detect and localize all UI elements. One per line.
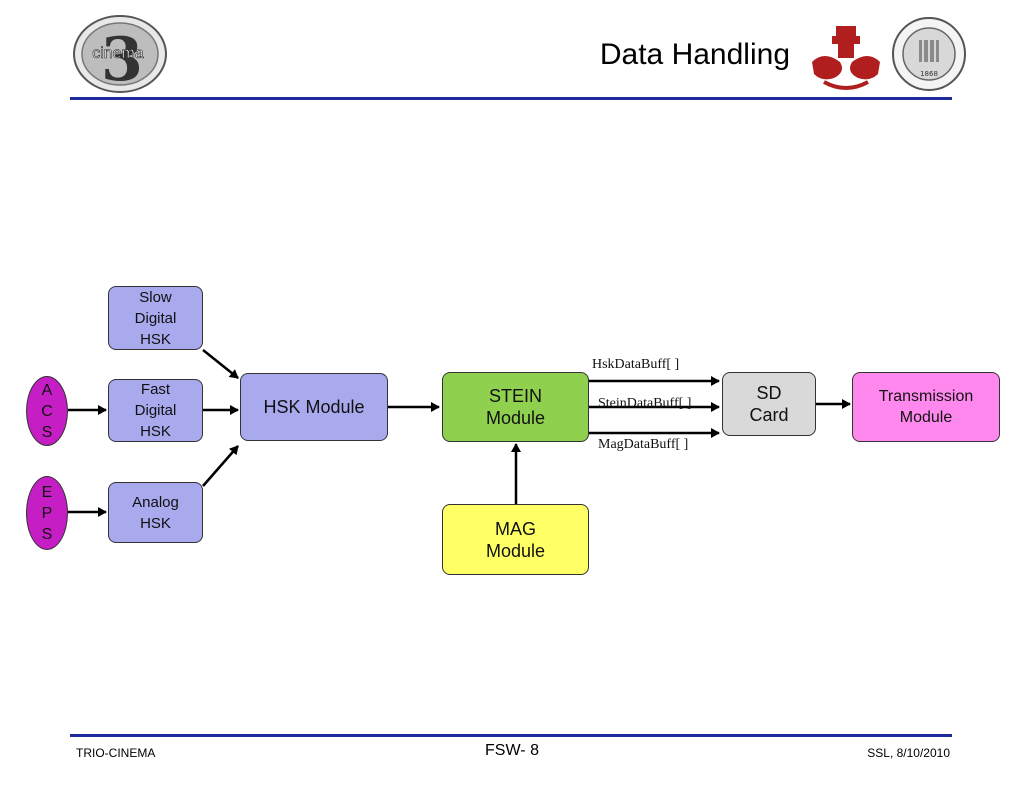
footer-left: TRIO-CINEMA <box>76 746 156 760</box>
analog-hsk-box: Analog HSK <box>108 482 203 543</box>
university-seal: 1868 <box>890 14 968 94</box>
arrow-slow-to-hsk <box>202 349 239 379</box>
hsk-module-box: HSK Module <box>240 373 388 441</box>
cinema-logo: 3 cinema <box>72 14 168 95</box>
transmission-module-box: Transmission Module <box>852 372 1000 442</box>
eps-node: E P S <box>26 476 68 550</box>
stein-module-box: STEIN Module <box>442 372 589 442</box>
header-rule <box>70 97 952 100</box>
stein-data-buff-label: SteinDataBuff[ ] <box>598 396 692 411</box>
slow-digital-hsk-box: Slow Digital HSK <box>108 286 203 350</box>
footer-center: FSW- 8 <box>485 742 539 759</box>
page-title: Data Handling <box>599 38 790 71</box>
svg-text:cinema: cinema <box>92 45 144 62</box>
svg-text:1868: 1868 <box>920 70 938 78</box>
footer-rule <box>70 734 952 737</box>
acs-node: A C S <box>26 376 68 446</box>
mag-module-box: MAG Module <box>442 504 589 575</box>
svg-text:3: 3 <box>101 25 143 94</box>
sd-card-box: SD Card <box>722 372 816 436</box>
mag-data-buff-label: MagDataBuff[ ] <box>598 437 689 452</box>
hsk-data-buff-label: HskDataBuff[ ] <box>592 357 680 372</box>
fast-digital-hsk-box: Fast Digital HSK <box>108 379 203 442</box>
arrow-analog-to-hsk <box>202 445 239 487</box>
footer-right: SSL, 8/10/2010 <box>867 746 950 760</box>
institution-emblem <box>804 22 888 94</box>
